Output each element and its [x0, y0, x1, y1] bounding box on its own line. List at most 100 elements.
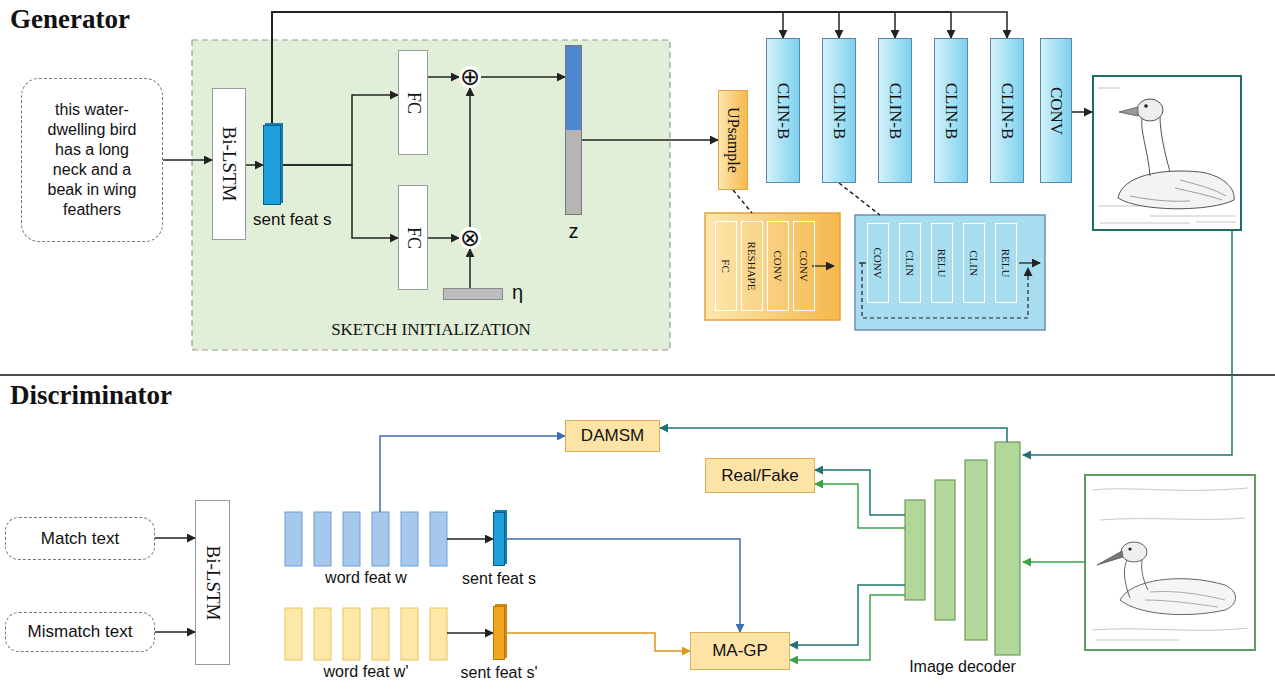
- word-features: word feat w': [285, 608, 447, 660]
- layer-label: RESHAPE: [746, 242, 758, 291]
- output-arrow: [1072, 111, 1092, 113]
- node-text: z: [569, 220, 579, 243]
- input-text-box: Match text: [5, 517, 155, 560]
- layer-cell: RELU: [931, 223, 953, 303]
- loss-box: MA-GP: [690, 632, 790, 670]
- layer-label: RELU: [936, 249, 948, 278]
- node-text: CLIN-B: [998, 82, 1017, 139]
- word-features: word feat w: [285, 512, 447, 566]
- connector-arrow: [155, 631, 195, 633]
- connector-arrow: [163, 159, 212, 161]
- connector-arrow: [582, 139, 718, 141]
- node-text: ⊗: [459, 227, 481, 249]
- node-text: Mismatch text: [28, 621, 133, 642]
- latent-vector: z: [565, 45, 582, 215]
- node-text: CLIN-B: [830, 82, 849, 139]
- clin-block: CLIN-B: [934, 38, 968, 183]
- upsample-block: UPsample: [718, 90, 748, 190]
- node-text: Match text: [41, 528, 119, 549]
- operator-symbol: ⊕: [459, 66, 481, 88]
- detail-background: [855, 215, 1045, 330]
- region-background: [192, 40, 670, 350]
- real-sketch: [1085, 475, 1255, 650]
- layer-cell: CONV: [793, 221, 815, 311]
- node-text: sent feat s: [462, 570, 536, 588]
- layer-label: FC: [720, 259, 732, 272]
- node-text: CLIN-B: [886, 82, 905, 139]
- connector-arrow: [281, 95, 398, 165]
- node-text: sent feat s: [253, 210, 331, 230]
- node-text: ⊕: [459, 66, 481, 88]
- word-feature-bars: [285, 512, 447, 566]
- layer-label: RELU: [1000, 249, 1012, 278]
- node-text: SKETCH INITIALIZATION: [331, 320, 531, 340]
- feature-vector: sent feat s': [493, 606, 505, 660]
- node-text: Real/Fake: [721, 465, 798, 486]
- connector-arrow: [839, 183, 880, 215]
- node-text: MA-GP: [712, 640, 768, 661]
- connector-arrow: [155, 537, 195, 539]
- block-detail: FCRESHAPECONVCONV: [705, 213, 840, 320]
- node-text: Bi-LSTM: [202, 545, 223, 620]
- detail-arrow: [1019, 262, 1040, 263]
- section-divider: [0, 374, 1275, 376]
- noise-vector: η: [443, 288, 503, 300]
- section-title: Discriminator: [10, 380, 172, 411]
- node-text: η: [512, 281, 523, 304]
- clin-block: CLIN-B: [766, 38, 800, 183]
- connector-arrow: [447, 632, 493, 634]
- connector-arrow: [790, 585, 905, 645]
- input-text-box: this water- dwelling bird has a long nec…: [21, 78, 163, 242]
- connector-arrow: [505, 633, 690, 651]
- connector-arrow: [246, 164, 263, 166]
- node-text: Image decoder: [909, 658, 1016, 676]
- connector-arrow: [469, 249, 471, 288]
- connector-arrow: [815, 484, 905, 528]
- node-text: UPsample: [724, 107, 742, 173]
- loss-box: Real/Fake: [705, 458, 815, 493]
- node-text: FC: [403, 91, 423, 113]
- node-text: DAMSM: [581, 425, 644, 446]
- layer-cell: CONV: [867, 223, 889, 303]
- node-text: word feat w: [325, 569, 407, 587]
- layer-label: CLIN: [968, 250, 980, 276]
- loss-box: DAMSM: [565, 420, 660, 452]
- layer-label: CONV: [798, 250, 810, 281]
- connector-arrow: [272, 12, 895, 125]
- clin-block: CLIN-B: [990, 38, 1024, 183]
- decoder-bars: [905, 442, 1020, 655]
- encoder-box: Bi-LSTM: [212, 88, 246, 240]
- node-text: this water- dwelling bird has a long nec…: [40, 100, 144, 220]
- detail-arrow: [812, 265, 834, 266]
- word-feature-bars: [285, 608, 447, 660]
- layer-label: CLIN: [904, 250, 916, 276]
- layer-cell: CLIN: [963, 223, 985, 303]
- layer-cell: RELU: [995, 223, 1017, 303]
- layer-cell: RESHAPE: [741, 221, 763, 311]
- input-text-box: Mismatch text: [5, 612, 155, 652]
- detail-background: [705, 213, 840, 320]
- connector-arrow: [380, 436, 565, 512]
- layer-cell: CLIN: [899, 223, 921, 303]
- image-flow-line: [1023, 230, 1232, 455]
- node-text: word feat w': [324, 663, 409, 681]
- clin-block: CLIN-B: [822, 38, 856, 183]
- node-text: sent feat s': [461, 664, 538, 682]
- connector-arrow: [815, 470, 905, 515]
- connector-arrow: [481, 76, 565, 78]
- module-region: SKETCH INITIALIZATION Bi-LSTM sent feat s F…: [192, 40, 670, 350]
- connector-arrow: [272, 12, 783, 125]
- connector-arrow: [505, 539, 740, 632]
- connector-arrow: [790, 595, 905, 660]
- image-decoder: Image decoder: [905, 442, 1020, 655]
- clin-block: CLIN-B: [878, 38, 912, 183]
- node-text: Bi-LSTM: [219, 127, 240, 202]
- connector-arrow: [428, 237, 459, 239]
- connector-arrow: [733, 190, 752, 213]
- node-text: CLIN-B: [774, 82, 793, 139]
- layer-cell: FC: [715, 221, 737, 311]
